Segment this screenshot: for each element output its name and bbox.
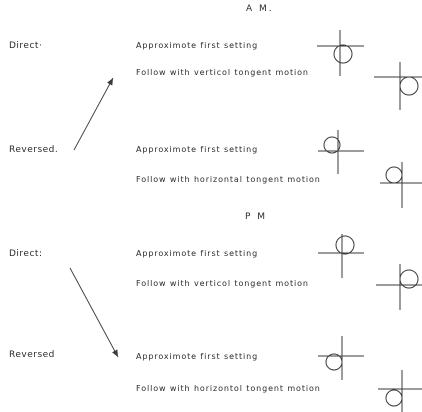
am-header: A M. — [246, 4, 274, 14]
am-arrow — [73, 77, 114, 151]
am-reversed-step-2: Follow with horizontal tongent motion — [136, 175, 321, 184]
pm-reversed-label: Reversed — [9, 350, 55, 360]
am-direct-vertical-tangent-figure — [374, 62, 422, 110]
am-reversed-horizontal-tangent-figure — [380, 162, 422, 208]
pm-direct-step-2: Follow with verticol tongent motion — [136, 279, 309, 288]
pm-reversed-step-2: Follow with horizontol tongent motion — [136, 384, 321, 393]
am-reversed-label: Reversed. — [9, 145, 59, 155]
pm-header: P M — [245, 212, 268, 222]
am-reversed-first-setting-figure — [318, 130, 364, 174]
pm-direct-label: Direct: — [9, 249, 43, 259]
pm-direct-first-setting-figure — [318, 234, 364, 278]
am-direct-first-setting-figure — [317, 30, 364, 76]
pm-reversed-first-setting-figure — [318, 336, 364, 380]
am-direct-step-2: Follow with verticol tongent motion — [136, 68, 309, 77]
pm-arrow — [69, 267, 119, 358]
pm-direct-vertical-tangent-figure — [376, 264, 422, 310]
am-direct-step-1: Approximote first setting — [136, 41, 259, 50]
am-reversed-step-1: Approximote first setting — [136, 145, 259, 154]
pm-reversed-horizontal-tangent-figure — [378, 370, 422, 412]
am-direct-label: Direct· — [9, 41, 43, 51]
pm-direct-step-1: Approximote first setting — [136, 249, 259, 258]
pm-reversed-step-1: Approximote first setting — [136, 352, 259, 361]
